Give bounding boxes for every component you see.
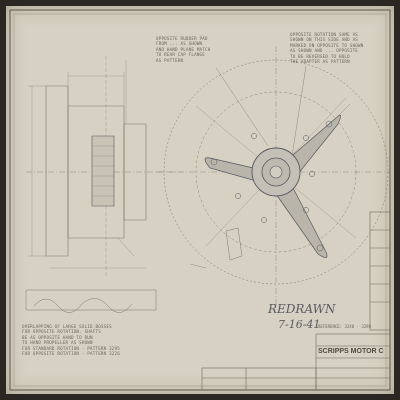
revision-column (369, 211, 391, 331)
leader-line (291, 65, 307, 157)
shaft-bore (269, 165, 283, 179)
bracket-detail (225, 227, 243, 261)
hub-section-view (25, 56, 181, 313)
leader-line (335, 103, 351, 119)
leader-line (215, 67, 269, 147)
drawing-sheet: OPPOSITE RUDDER PAD FROM ... AS SHOWN AN… (6, 6, 394, 394)
propeller-face-view (156, 46, 390, 306)
bolt-hole (303, 207, 309, 213)
hub-body (67, 105, 125, 239)
bolt-hole (261, 217, 267, 223)
blade-hole (325, 120, 333, 128)
title-block (201, 211, 391, 391)
note-overlapping: OVERLAPPING OF LARGE SOLID BOSSES FOR OP… (22, 324, 120, 357)
key-detail (25, 289, 157, 311)
blade-hole (316, 244, 324, 252)
reference-number: REFERENCE: 3248 · 3298 (318, 324, 371, 329)
sheet-border (9, 9, 391, 391)
redrawn-label: REDRAWN (268, 302, 336, 316)
title-block-frame (315, 333, 391, 391)
blade-hole (210, 158, 218, 166)
bolt-hole (251, 133, 257, 139)
bolt-hole (303, 135, 309, 141)
bracket-line (189, 263, 207, 269)
propeller-drawing (9, 9, 391, 391)
wave-profile (33, 298, 133, 313)
note-opposite-rotation: OPPOSITE ROTATION SAME AS SHOWN ON THIS … (290, 32, 364, 65)
hub-nose (123, 123, 147, 221)
revision-block (201, 367, 317, 391)
bolt-hole (309, 171, 315, 177)
bore-section (91, 135, 115, 207)
sheet-inner-border (13, 13, 387, 387)
note-opposite-rudder: OPPOSITE RUDDER PAD FROM ... AS SHOWN AN… (156, 36, 211, 63)
leader-line (117, 237, 135, 257)
redrawn-date: 7-16-41 (278, 318, 321, 331)
bolt-hole (235, 193, 241, 199)
blade-lower (275, 181, 328, 258)
blade-left (204, 157, 263, 183)
company-name: SCRIPPS MOTOR C (318, 348, 384, 355)
flange-left (45, 85, 69, 257)
